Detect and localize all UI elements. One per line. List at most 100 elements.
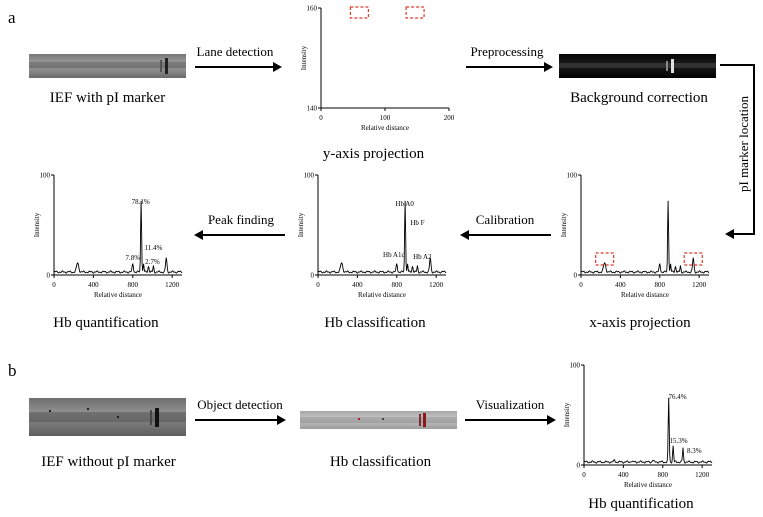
- arrow-calibration: [460, 230, 551, 240]
- peak-annotation: 11.4%: [145, 244, 163, 252]
- gel-marked-band: [423, 413, 426, 427]
- peak-annotation: Hb F: [410, 219, 424, 227]
- gel-bright-band: [671, 59, 674, 73]
- arrow-label-visualization: Visualization: [475, 397, 545, 412]
- caption-ief-with-marker: IEF with pI marker: [49, 90, 166, 106]
- caption-hb-quantification-b: Hb quantification: [588, 496, 694, 512]
- arrow-label-peak-finding: Peak finding: [207, 212, 275, 227]
- arrow-preprocessing: [466, 62, 553, 72]
- x-tick-label: 1200: [429, 281, 444, 289]
- hb-classification-gel-image: [300, 411, 457, 429]
- x-tick-label: 1200: [165, 281, 180, 289]
- y-tick-label: 100: [570, 362, 581, 370]
- caption-x-projection: x-axis projection: [589, 315, 691, 331]
- x-tick-label: 1200: [692, 281, 707, 289]
- arrow-label-object-detection: Object detection: [197, 397, 283, 412]
- intensity-trace: [580, 200, 710, 274]
- gel-lane-band: [29, 62, 186, 68]
- caption-background-correction: Background correction: [570, 90, 708, 106]
- x-tick-label: 400: [615, 281, 626, 289]
- caption-hb-classification-a: Hb classification: [324, 315, 426, 331]
- panel-letter-a: a: [8, 8, 16, 27]
- peak-annotation: 7.8%: [125, 254, 140, 262]
- x-tick-label: 100: [380, 114, 391, 122]
- background-corrected-gel-image: [559, 54, 716, 78]
- y-tick-label: 0: [311, 272, 315, 280]
- x-tick-label: 0: [316, 281, 320, 289]
- y-axis-label: Intensity: [300, 45, 308, 70]
- peak-annotation: Hb A0: [395, 200, 414, 208]
- arrow-label-lane-detection: Lane detection: [196, 44, 274, 59]
- intensity-trace: [53, 200, 183, 274]
- peak-highlight-box: [405, 6, 425, 19]
- peak-annotation: Hb A1c: [383, 251, 405, 259]
- y-tick-label: 0: [577, 462, 581, 470]
- x-axis-label: Relative distance: [94, 291, 142, 299]
- x-tick-label: 400: [352, 281, 363, 289]
- x-tick-label: 800: [655, 281, 666, 289]
- gel-spot: [87, 408, 89, 410]
- y-tick-label: 100: [304, 172, 315, 180]
- y-tick-label: 100: [567, 172, 578, 180]
- y-axis-label: Intensity: [560, 212, 568, 237]
- arrow-pi-marker-location: [720, 64, 755, 239]
- arrow-peak-finding: [194, 230, 285, 240]
- ief-gel-without-marker-image: [29, 398, 186, 436]
- caption-y-projection: y-axis projection: [322, 146, 425, 162]
- peak-annotation: 78.1%: [132, 198, 150, 206]
- arrow-label-pi-marker-location: pI marker location: [736, 96, 751, 193]
- peak-annotation: 76.4%: [668, 393, 686, 401]
- panel-letter-b: b: [8, 361, 17, 380]
- gel-spot: [49, 410, 51, 412]
- gel-dark-band: [165, 58, 168, 74]
- peak-annotation: Hb A2: [413, 253, 432, 261]
- peak-annotation: 8.3%: [687, 447, 702, 455]
- arrow-label-calibration: Calibration: [475, 212, 535, 227]
- x-tick-label: 1200: [695, 471, 710, 479]
- y-tick-label: 0: [574, 272, 578, 280]
- x-tick-label: 800: [658, 471, 669, 479]
- arrow-object-detection: [195, 415, 286, 425]
- x-axis-label: Relative distance: [361, 124, 409, 132]
- peak-annotation: 15.3%: [669, 437, 687, 445]
- x-axis-label: Relative distance: [358, 291, 406, 299]
- x-axis-label: Relative distance: [624, 481, 672, 489]
- caption-ief-without-marker: IEF without pI marker: [41, 454, 176, 470]
- x-tick-label: 0: [582, 471, 586, 479]
- ief-gel-with-marker-image: [29, 54, 186, 78]
- arrow-label-preprocessing: Preprocessing: [470, 44, 544, 59]
- gel-spot: [117, 416, 119, 418]
- caption-hb-quantification-a: Hb quantification: [53, 315, 159, 331]
- gel-band: [160, 60, 162, 72]
- gel-dark-band: [155, 408, 159, 427]
- x-tick-label: 200: [444, 114, 455, 122]
- intensity-trace: [317, 200, 447, 274]
- caption-hb-classification-b: Hb classification: [329, 454, 432, 470]
- x-tick-label: 800: [128, 281, 139, 289]
- x-tick-label: 800: [392, 281, 403, 289]
- x-tick-label: 0: [579, 281, 583, 289]
- x-tick-label: 0: [319, 114, 323, 122]
- y-tick-label: 0: [47, 272, 51, 280]
- y-axis-label: Intensity: [297, 212, 305, 237]
- y-axis-label: Intensity: [33, 212, 41, 237]
- intensity-trace: [583, 397, 713, 464]
- y-axis-label: Intensity: [563, 402, 571, 427]
- arrow-lane-detection: [195, 62, 282, 72]
- y-tick-label: 100: [40, 172, 51, 180]
- gel-marked-spot: [358, 418, 360, 420]
- gel-lane-band: [559, 63, 716, 68]
- gel-lane-band: [300, 417, 457, 423]
- gel-band: [419, 414, 421, 426]
- gel-lane-band: [29, 412, 186, 422]
- peak-annotation: 2.7%: [145, 258, 160, 266]
- x-tick-label: 400: [618, 471, 629, 479]
- y-tick-label: 140: [307, 105, 318, 113]
- gel-band: [150, 410, 152, 425]
- x-tick-label: 0: [52, 281, 56, 289]
- arrow-visualization: [465, 415, 556, 425]
